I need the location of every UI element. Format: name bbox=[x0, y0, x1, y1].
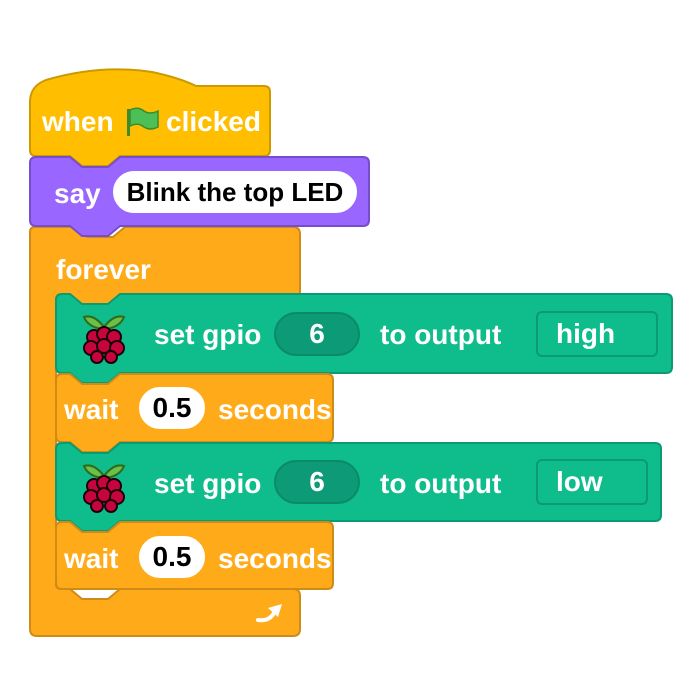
raspberry-pi-icon bbox=[82, 315, 126, 364]
set-gpio-label: set gpio bbox=[154, 468, 262, 499]
wait-label: wait bbox=[64, 394, 119, 425]
raspberry-pi-icon bbox=[82, 464, 126, 513]
clicked-label: clicked bbox=[166, 106, 261, 137]
output-state-dropdown[interactable]: low bbox=[536, 459, 648, 505]
to-output-label: to output bbox=[380, 468, 502, 499]
pin-input[interactable]: 6 bbox=[274, 312, 360, 356]
forever-label: forever bbox=[56, 254, 151, 285]
loop-arrow-icon bbox=[256, 604, 282, 623]
when-label: when bbox=[42, 106, 114, 137]
message-input[interactable]: Blink the top LED bbox=[113, 171, 357, 213]
seconds-input[interactable]: 0.5 bbox=[139, 536, 205, 578]
to-output-label: to output bbox=[380, 319, 502, 350]
seconds-input[interactable]: 0.5 bbox=[139, 387, 205, 429]
set-gpio-block[interactable] bbox=[55, 293, 673, 384]
seconds-label: seconds bbox=[218, 394, 332, 425]
wait-label: wait bbox=[64, 543, 119, 574]
set-gpio-label: set gpio bbox=[154, 319, 262, 350]
seconds-label: seconds bbox=[218, 543, 332, 574]
say-label: say bbox=[54, 178, 101, 209]
green-flag-icon bbox=[127, 107, 159, 136]
output-state-dropdown[interactable]: high bbox=[536, 311, 658, 357]
pin-input[interactable]: 6 bbox=[274, 460, 360, 504]
